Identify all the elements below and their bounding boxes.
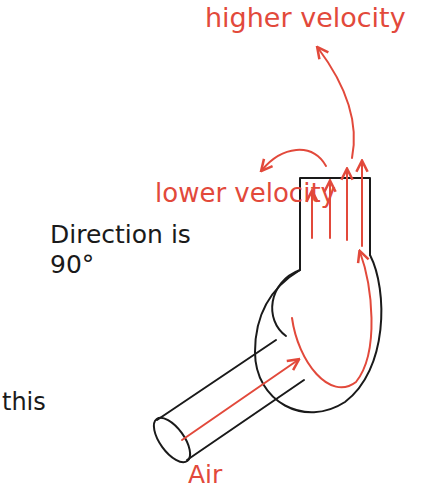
leader-arrow [318,48,354,158]
air-flow-arrow [182,360,298,440]
note-fragment: this [2,388,46,417]
velocity-arrow [361,162,363,246]
volute-casing [255,250,381,412]
leader-arrow [262,150,326,170]
velocity-note: lower velocity [155,178,336,209]
velocity-arrow [346,170,348,240]
velocity-note: higher velocity [205,2,406,34]
volute-tongue [272,270,300,336]
inlet-pipe-edge [157,340,276,420]
direction-note: Direction is 90° [50,220,225,280]
inlet-pipe-end [147,412,197,468]
air-label: Air [188,460,222,490]
inlet-pipe-edge [187,380,304,460]
swirl-arrow [292,252,372,387]
